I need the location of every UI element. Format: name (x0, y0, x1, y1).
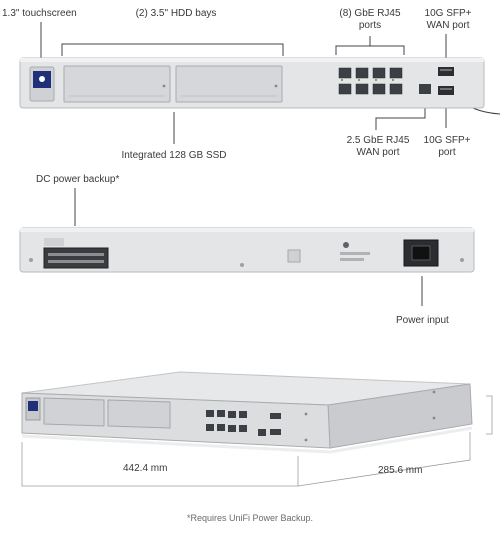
wan-25-label-line2: WAN port (356, 147, 400, 158)
gbe-ports (338, 67, 403, 95)
width-dimension: 442.4 mm (123, 463, 168, 474)
dc-backup-label: DC power backup* (36, 174, 120, 185)
isometric-view (21, 371, 493, 487)
power-input-label: Power input (396, 315, 449, 326)
wan-25-port (419, 84, 431, 94)
sfp-port-label-line1: 10G SFP+ (423, 135, 471, 146)
depth-dimension: 285.6 mm (378, 465, 423, 476)
hdd-bays-label: (2) 3.5" HDD bays (135, 8, 217, 19)
touchscreen-label: 1.3" touchscreen (2, 8, 77, 19)
dc-backup-connector (43, 247, 109, 269)
sfp-wan-label-line1: 10G SFP+ (424, 8, 472, 19)
gbe-ports-label: (8) GbE RJ45 ports (334, 8, 406, 32)
gbe-ports-label-line2: ports (358, 20, 382, 31)
sfp-port (438, 86, 454, 95)
gbe-ports-label-line1: (8) GbE RJ45 (339, 8, 401, 19)
sfp-wan-label: 10G SFP+ WAN port (418, 8, 478, 32)
sfp-port-label-line2: port (438, 147, 456, 158)
ssd-label: Integrated 128 GB SSD (121, 150, 227, 161)
sfp-wan-port (438, 67, 454, 76)
hdd-bay-2 (175, 65, 283, 103)
wan-25-label: 2.5 GbE RJ45 WAN port (340, 135, 416, 159)
sfp-port-label: 10G SFP+ port (420, 135, 474, 159)
footnote: *Requires UniFi Power Backup. (186, 513, 314, 523)
sfp-wan-label-line2: WAN port (426, 20, 470, 31)
hdd-bay-1 (63, 65, 171, 103)
front-panel (19, 22, 500, 144)
rear-panel (19, 188, 475, 306)
wan-25-label-line1: 2.5 GbE RJ45 (346, 135, 410, 146)
